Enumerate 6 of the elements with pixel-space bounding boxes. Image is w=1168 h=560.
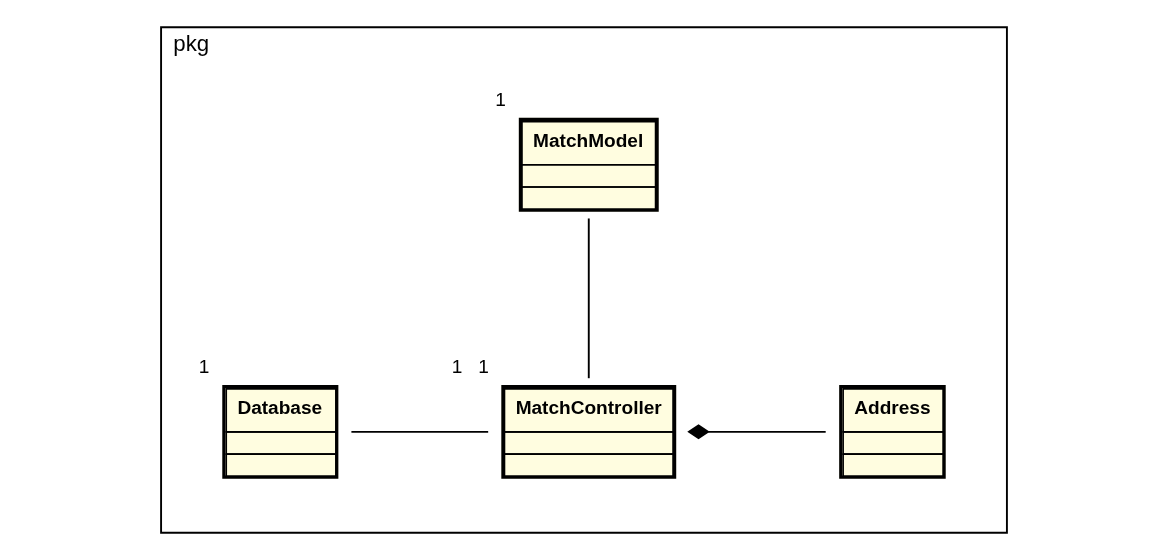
connector xyxy=(350,430,490,433)
node-label: 1 xyxy=(495,89,506,111)
node-label: 1 xyxy=(198,356,210,378)
connector xyxy=(687,424,827,440)
connector xyxy=(587,217,590,380)
node-label: 1 1 xyxy=(451,356,489,378)
